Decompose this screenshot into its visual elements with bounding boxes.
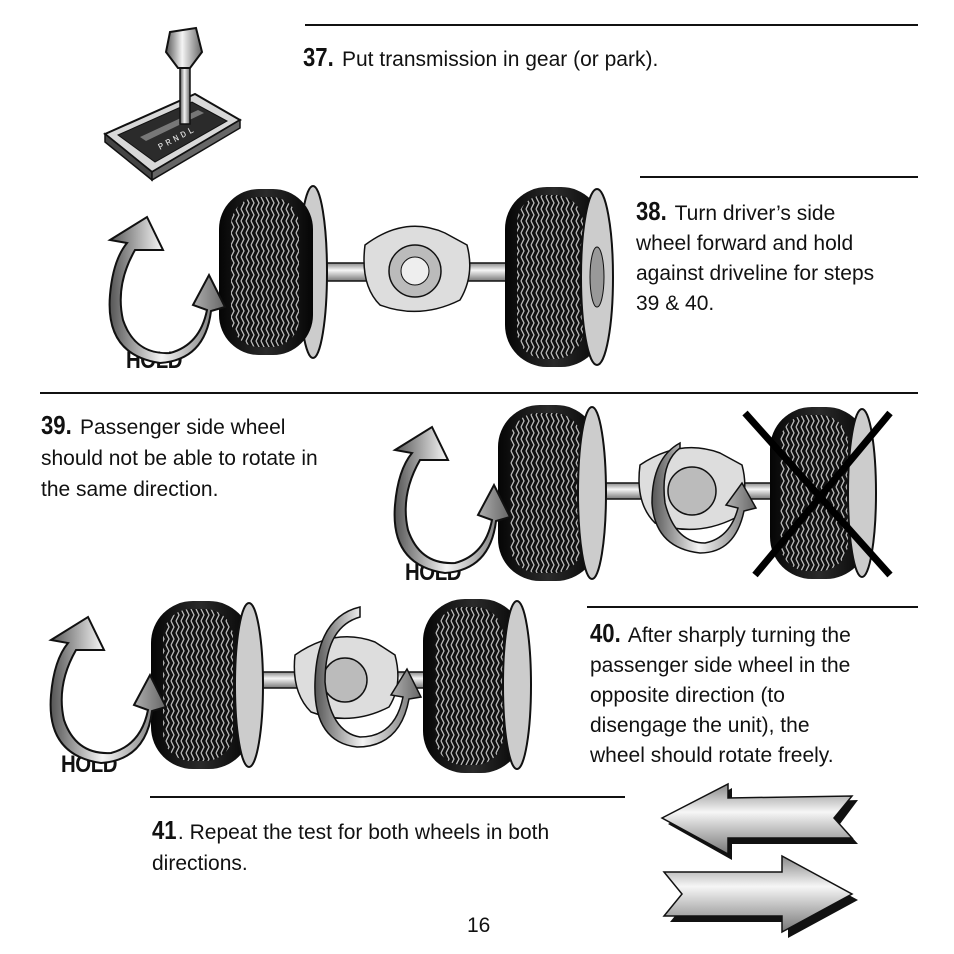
- axle-illustration: [151, 599, 532, 773]
- step-41: 41. Repeat the test for both wheels in b…: [152, 815, 550, 875]
- divider-step-39: [40, 392, 918, 394]
- step-number: 41: [152, 815, 177, 845]
- tire-left: [151, 601, 264, 769]
- tire-right: [505, 187, 614, 367]
- step-text-line: Repeat the test for both wheels in both: [189, 821, 550, 844]
- rotate-arrow-icon: [392, 425, 512, 575]
- axle-illustration: [498, 405, 893, 581]
- step-text-line: directions.: [152, 852, 248, 875]
- step-text-line: wheel forward and hold: [636, 232, 854, 255]
- gear-shifter-illustration: PRNDL: [103, 26, 242, 182]
- rotate-arrow-icon: [314, 606, 423, 748]
- divider-step-40: [587, 606, 918, 608]
- step-text-line: wheel should rotate freely.: [590, 744, 834, 767]
- no-rotation-x-icon: [742, 410, 893, 578]
- step-text-line: Passenger side wheel: [80, 416, 286, 439]
- step-text-line: disengage the unit), the: [590, 714, 810, 737]
- rotate-arrow-icon: [651, 441, 758, 554]
- tire-right: [423, 599, 532, 773]
- step-text-line: the same direction.: [41, 478, 219, 501]
- step-text-line: After sharply turning the: [627, 624, 851, 647]
- step-number: 38.: [636, 196, 667, 226]
- tire-left: [498, 405, 607, 581]
- page-number: 16: [467, 914, 491, 937]
- divider-step-38: [640, 176, 918, 178]
- axle-illustration: [219, 185, 614, 367]
- both-directions-arrows-icon: [660, 782, 858, 938]
- step-39: 39. Passenger side wheel should not be a…: [41, 410, 318, 505]
- step-text-line: against driveline for steps: [636, 262, 875, 285]
- step-number: 40.: [590, 618, 621, 648]
- tire-left: [219, 185, 328, 359]
- differential: [293, 636, 399, 720]
- step-38: 38. Turn driver’s side wheel forward and…: [636, 196, 874, 319]
- step-text-line: 39 & 40.: [636, 292, 715, 315]
- rotate-arrow-icon: [48, 615, 168, 765]
- step-number: 39.: [41, 410, 72, 440]
- step-40: 40. After sharply turning the passenger …: [590, 618, 851, 771]
- step-text-line: Turn driver’s side: [674, 202, 836, 225]
- step-text-line: passenger side wheel in the: [590, 654, 851, 677]
- divider-step-41: [150, 796, 625, 798]
- differential: [363, 225, 471, 313]
- step-text-line: should not be able to rotate in: [41, 447, 318, 470]
- step-text-line: opposite direction (to: [590, 684, 785, 707]
- divider-step-37: [305, 24, 918, 26]
- step-text: Put transmission in gear (or park).: [342, 48, 659, 71]
- step-number: 37.: [303, 42, 334, 72]
- rotate-arrow-icon: [107, 215, 227, 365]
- step-37: 37. Put transmission in gear (or park).: [303, 42, 658, 75]
